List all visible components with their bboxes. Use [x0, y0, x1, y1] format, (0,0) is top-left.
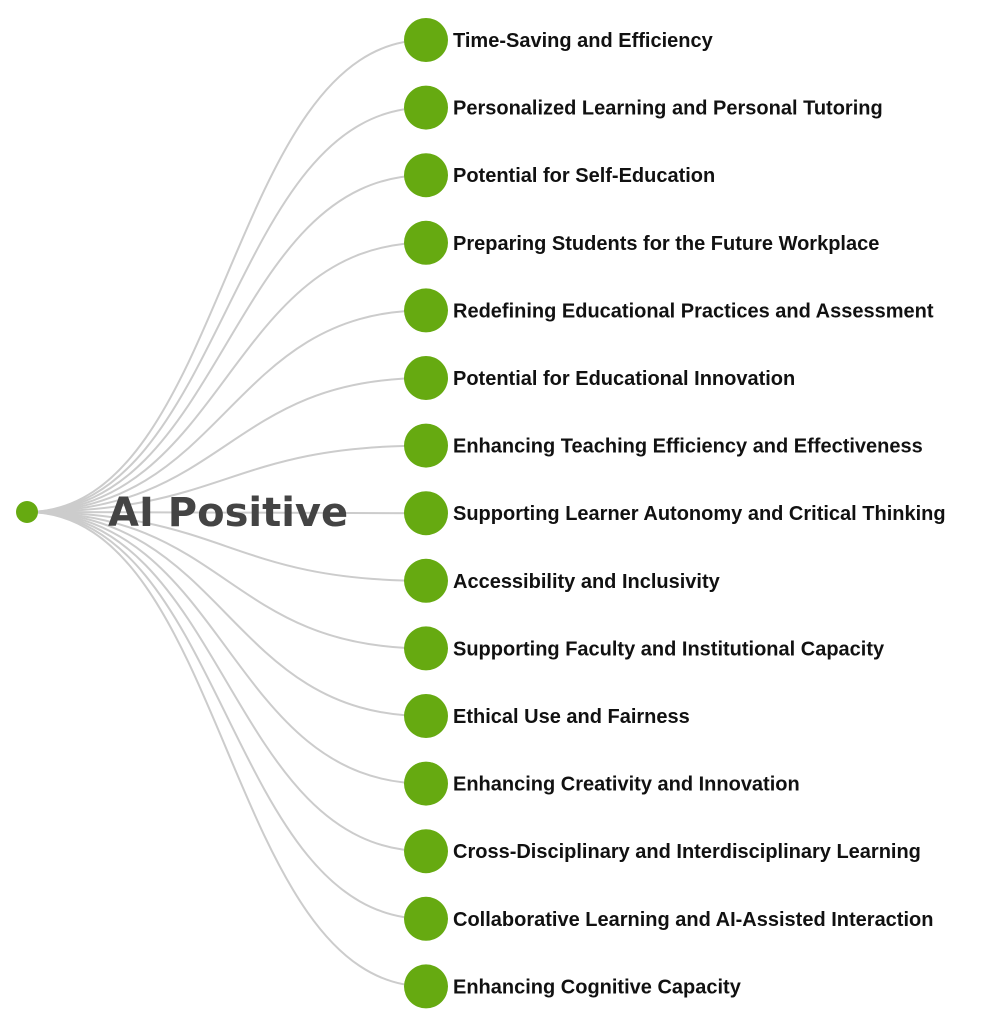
- child-node-label: Accessibility and Inclusivity: [453, 571, 721, 593]
- child-node-6[interactable]: Potential for Educational Innovation: [404, 356, 795, 400]
- child-node-15[interactable]: Enhancing Cognitive Capacity: [404, 964, 742, 1009]
- child-node-2[interactable]: Personalized Learning and Personal Tutor…: [404, 85, 883, 130]
- child-node-10[interactable]: Supporting Faculty and Institutional Cap…: [404, 626, 885, 671]
- child-node-circle[interactable]: [404, 964, 448, 1009]
- child-node-5[interactable]: Redefining Educational Practices and Ass…: [404, 288, 934, 333]
- child-node-11[interactable]: Ethical Use and Fairness: [404, 694, 690, 738]
- child-node-circle[interactable]: [404, 491, 448, 536]
- link-10: [26, 511, 427, 650]
- root-node[interactable]: AI Positive: [16, 490, 348, 536]
- link-9: [26, 511, 427, 582]
- child-node-label: Collaborative Learning and AI-Assisted I…: [453, 909, 933, 931]
- link-3: [26, 174, 427, 513]
- child-node-label: Enhancing Cognitive Capacity: [453, 976, 742, 998]
- link-7: [26, 444, 427, 513]
- child-node-4[interactable]: Preparing Students for the Future Workpl…: [404, 220, 879, 265]
- child-node-circle[interactable]: [404, 558, 448, 603]
- root-node-label: AI Positive: [108, 490, 348, 536]
- child-node-label: Redefining Educational Practices and Ass…: [453, 300, 934, 322]
- child-node-12[interactable]: Enhancing Creativity and Innovation: [404, 761, 800, 806]
- child-node-label: Enhancing Teaching Efficiency and Effect…: [453, 436, 923, 458]
- link-4: [26, 241, 427, 513]
- link-2: [26, 106, 427, 513]
- child-node-label: Preparing Students for the Future Workpl…: [453, 233, 879, 255]
- link-11: [26, 511, 427, 717]
- child-node-circle[interactable]: [404, 829, 448, 874]
- root-node-circle[interactable]: [16, 501, 38, 523]
- child-node-label: Potential for Self-Education: [453, 165, 715, 187]
- links-group: [26, 39, 427, 988]
- child-node-circle[interactable]: [404, 423, 448, 468]
- child-node-label: Supporting Learner Autonomy and Critical…: [453, 503, 946, 525]
- child-node-circle[interactable]: [404, 896, 448, 941]
- child-node-label: Supporting Faculty and Institutional Cap…: [453, 638, 885, 660]
- child-node-label: Potential for Educational Innovation: [453, 368, 795, 390]
- link-12: [26, 511, 427, 785]
- child-node-circle[interactable]: [404, 356, 448, 400]
- child-node-circle[interactable]: [404, 694, 448, 738]
- child-node-label: Enhancing Creativity and Innovation: [453, 774, 800, 796]
- child-node-circle[interactable]: [404, 288, 448, 333]
- child-node-9[interactable]: Accessibility and Inclusivity: [404, 558, 721, 603]
- child-node-label: Personalized Learning and Personal Tutor…: [453, 98, 883, 120]
- child-node-1[interactable]: Time-Saving and Efficiency: [404, 18, 714, 62]
- link-5: [26, 309, 427, 513]
- child-node-8[interactable]: Supporting Learner Autonomy and Critical…: [404, 491, 946, 536]
- link-13: [26, 511, 427, 853]
- child-node-3[interactable]: Potential for Self-Education: [404, 153, 715, 198]
- child-node-circle[interactable]: [404, 761, 448, 806]
- child-node-circle[interactable]: [404, 85, 448, 130]
- child-node-label: Time-Saving and Efficiency: [453, 30, 714, 52]
- child-node-label: Ethical Use and Fairness: [453, 706, 690, 728]
- child-node-circle[interactable]: [404, 153, 448, 198]
- child-node-circle[interactable]: [404, 18, 448, 62]
- link-14: [26, 511, 427, 920]
- child-node-7[interactable]: Enhancing Teaching Efficiency and Effect…: [404, 423, 923, 468]
- child-node-label: Cross-Disciplinary and Interdisciplinary…: [453, 841, 921, 863]
- child-node-14[interactable]: Collaborative Learning and AI-Assisted I…: [404, 896, 933, 941]
- link-1: [26, 39, 427, 513]
- link-6: [26, 377, 427, 513]
- child-node-circle[interactable]: [404, 626, 448, 671]
- child-node-13[interactable]: Cross-Disciplinary and Interdisciplinary…: [404, 829, 921, 874]
- link-15: [26, 511, 427, 988]
- child-node-circle[interactable]: [404, 220, 448, 265]
- link-8: [26, 511, 427, 515]
